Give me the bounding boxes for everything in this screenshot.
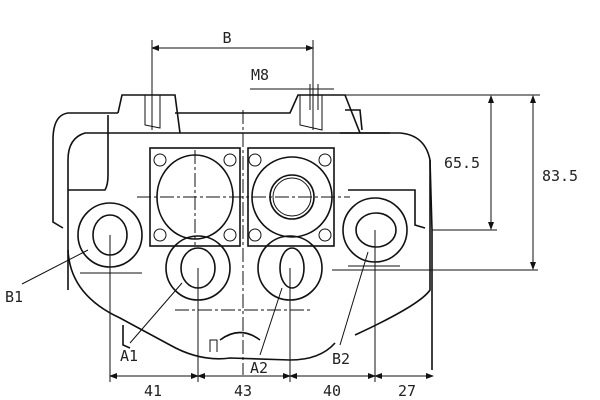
dimension-40: 40: [323, 382, 341, 400]
dimension-43: 43: [234, 382, 252, 400]
body-outline: [52, 94, 433, 370]
dimension-m8: M8: [251, 66, 269, 84]
centerlines: [80, 110, 400, 375]
dimension-83-5: 83.5: [542, 167, 578, 185]
port-label-b1: B1: [5, 288, 23, 306]
port-label-a2: A2: [250, 359, 268, 377]
dimension-27: 27: [398, 382, 416, 400]
port-label-a1: A1: [120, 347, 138, 365]
dimension-65-5: 65.5: [444, 154, 480, 172]
dimension-lines: [21, 40, 540, 382]
dimension-41: 41: [144, 382, 162, 400]
port-label-b2: B2: [332, 350, 350, 368]
dimension-b: B: [222, 29, 231, 47]
